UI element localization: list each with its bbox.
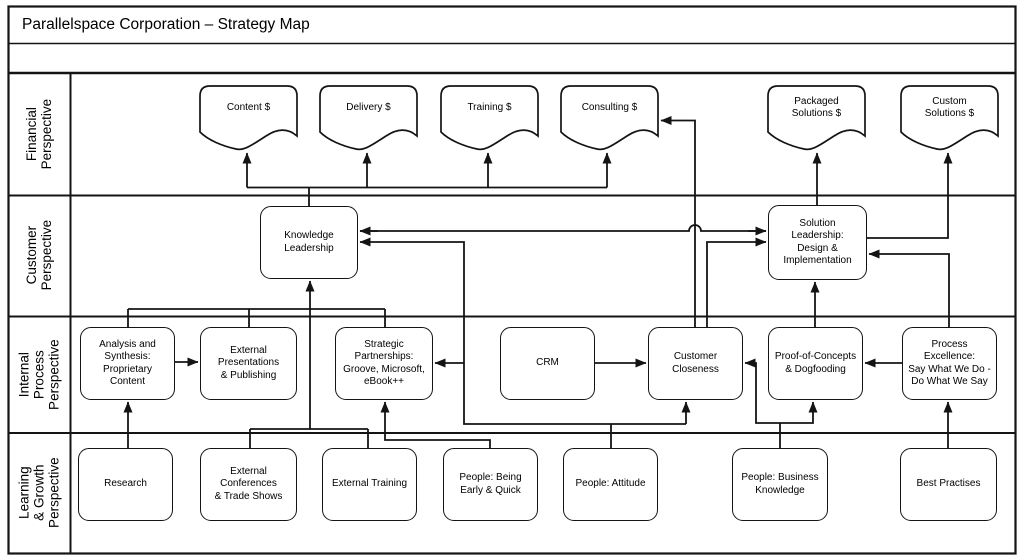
node-crm[interactable]: CRM <box>500 327 595 400</box>
node-external-conferences[interactable]: External Conferences & Trade Shows <box>200 448 297 521</box>
doc-shape-consulting <box>560 85 659 151</box>
perspective-label-financial-text: Financial Perspective <box>24 98 55 170</box>
node-process-excellence[interactable]: Process Excellence: Say What We Do - Do … <box>902 327 997 400</box>
node-external-training[interactable]: External Training <box>322 448 417 521</box>
document-shapes <box>199 85 999 151</box>
doc-shape-packaged <box>767 85 866 151</box>
node-people-early-quick[interactable]: People: Being Early & Quick <box>443 448 538 521</box>
perspective-label-learning-text: Learning & Growth Perspective <box>16 457 63 529</box>
node-best-practises[interactable]: Best Practises <box>900 448 997 521</box>
node-research[interactable]: Research <box>78 448 173 521</box>
doc-shape-training <box>440 85 539 151</box>
node-external-presentations[interactable]: External Presentations & Publishing <box>200 327 297 400</box>
node-proof-of-concepts[interactable]: Proof-of-Concepts & Dogfooding <box>768 327 863 400</box>
doc-shape-custom <box>900 85 999 151</box>
node-people-business-knowledge[interactable]: People: Business Knowledge <box>732 448 828 521</box>
node-knowledge-leadership[interactable]: Knowledge Leadership <box>260 206 358 279</box>
node-solution-leadership[interactable]: Solution Leadership: Design & Implementa… <box>768 205 867 280</box>
doc-shape-delivery <box>319 85 418 151</box>
node-strategic-partnerships[interactable]: Strategic Partnerships: Groove, Microsof… <box>335 327 433 400</box>
node-customer-closeness[interactable]: Customer Closeness <box>648 327 743 400</box>
perspective-label-customer-text: Customer Perspective <box>24 220 55 291</box>
grid-lines <box>7 5 1017 555</box>
perspective-label-internal-text: Internal Process Perspective <box>16 339 63 410</box>
node-people-attitude[interactable]: People: Attitude <box>563 448 658 521</box>
perspective-label-financial: Financial Perspective <box>9 74 70 194</box>
perspective-label-internal: Internal Process Perspective <box>9 317 70 432</box>
perspective-label-learning: Learning & Growth Perspective <box>9 434 70 552</box>
perspective-label-customer: Customer Perspective <box>9 196 70 315</box>
diagram-title: Parallelspace Corporation – Strategy Map <box>22 16 310 33</box>
connector-lines <box>123 116 953 448</box>
node-analysis-synthesis[interactable]: Analysis and Synthesis: Proprietary Cont… <box>80 327 175 400</box>
doc-shape-content <box>199 85 298 151</box>
